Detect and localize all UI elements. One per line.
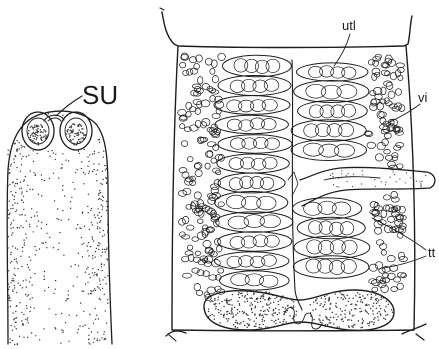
- scolex-figure: SU: [7, 80, 118, 345]
- label-su: SU: [82, 80, 118, 110]
- label-utl: utl: [342, 18, 356, 33]
- proglottid-figure: utl vi tt: [160, 8, 436, 341]
- leader-utl: [334, 34, 350, 66]
- ootype-coils: [284, 307, 322, 329]
- sucker-right: [60, 112, 92, 150]
- segment-bottom-edge: [166, 324, 426, 340]
- label-tt: tt: [428, 245, 436, 260]
- sucker-left: [22, 112, 54, 150]
- scolex-stipple: [7, 113, 108, 345]
- segment-top-edge: [162, 12, 412, 48]
- label-vi: vi: [418, 90, 428, 105]
- leader-vi: [386, 104, 420, 124]
